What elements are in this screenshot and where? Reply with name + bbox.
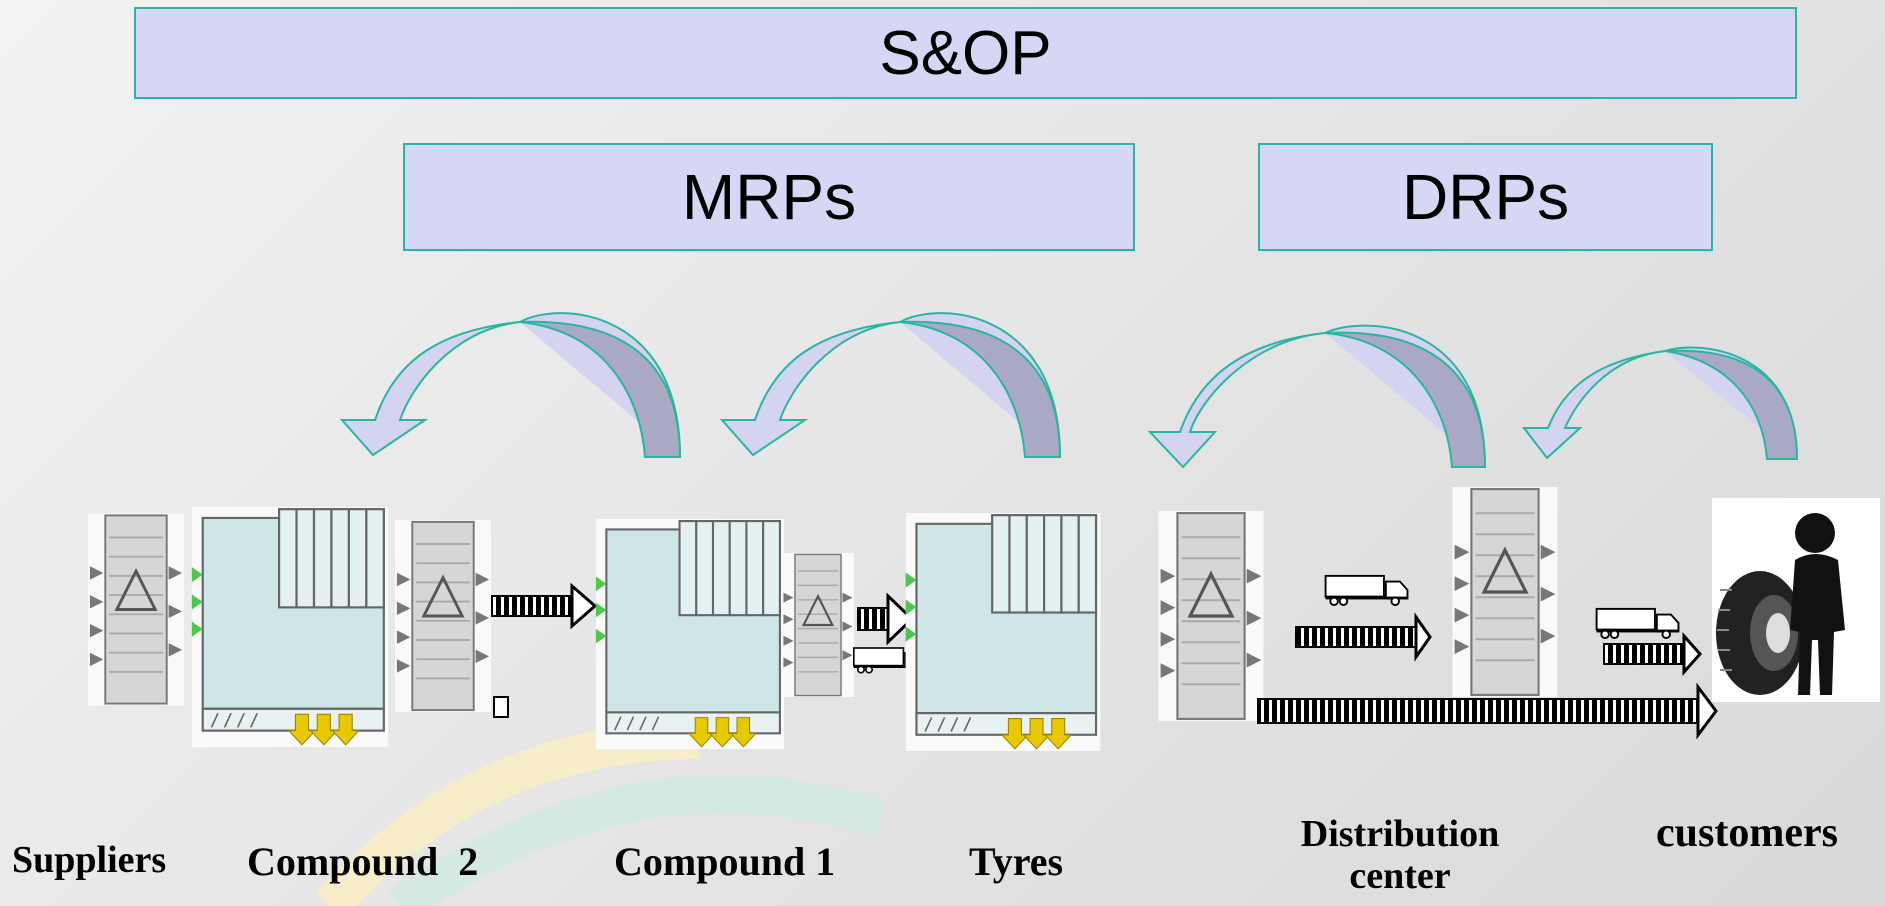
flow-arrow-icon [857,592,915,646]
flow-arrow-icon [1603,632,1703,676]
compound1-warehouse-icon [782,551,854,699]
label-customers: customers [1656,810,1838,856]
mrps-banner: MRPs [403,143,1135,251]
direct-flow-arrow-icon [1257,682,1718,740]
drps-banner: DRPs [1258,143,1713,251]
label-tyres: Tyres [969,839,1064,884]
compound2-warehouse-icon [395,518,491,714]
feedback-arrow-icon [719,312,1062,458]
truck-icon [1324,574,1409,606]
supplier-warehouse-icon [88,511,184,708]
flow-arrow-icon [491,582,598,630]
drps-banner-label: DRPs [1401,161,1570,233]
label-distribution-line1: Distribution [1300,813,1500,855]
compound2-factory-icon [190,507,390,747]
sop-banner-label: S&OP [879,18,1052,88]
tyres-factory-icon [905,513,1101,751]
sop-banner: S&OP [134,7,1797,99]
distribution-warehouse-icon [1453,487,1558,697]
truck-icon [1595,607,1680,639]
small-truck-icon [493,696,509,718]
label-distribution-center: Distribution center [1288,813,1512,898]
label-suppliers: Suppliers [12,839,167,881]
flow-arrow-icon [1295,612,1432,662]
label-compound1: Compound 1 [614,839,836,884]
plant-warehouse-icon [1159,511,1264,721]
label-compound2: Compound 2 [247,839,479,884]
compound1-factory-icon [594,519,786,749]
feedback-arrow-icon [339,312,682,458]
feedback-arrow-icon [1147,324,1487,469]
mrps-banner-label: MRPs [681,161,857,233]
decorative-arc-teal [389,775,887,906]
tyre-customer-icon [1712,498,1880,702]
label-distribution-line2: center [1349,854,1451,897]
feedback-arrow-icon [1521,346,1799,460]
